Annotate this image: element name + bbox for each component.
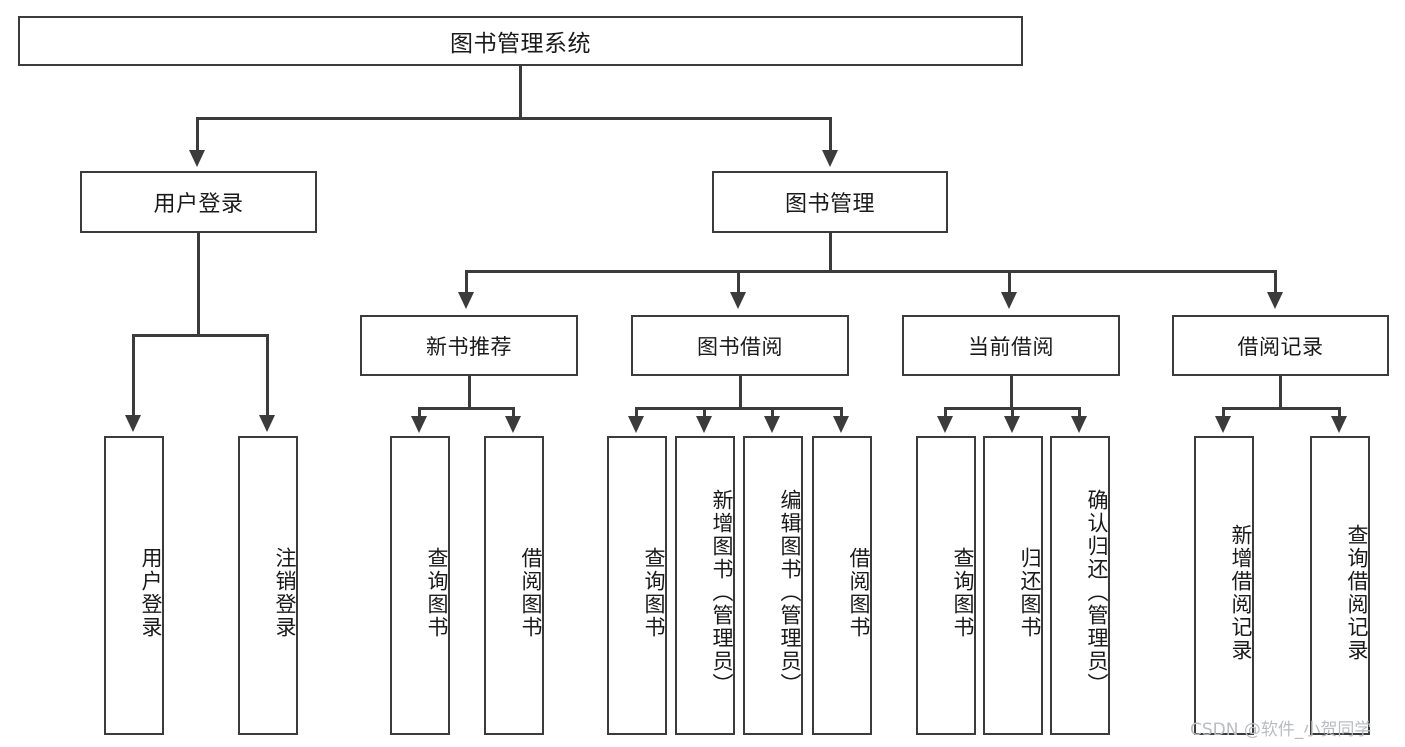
arrowhead-leaf-bb-1 [696, 416, 712, 433]
node-label: 新增图书（管理员） [710, 489, 734, 696]
arrowhead-leaf-ul-1 [259, 415, 275, 432]
connector-drop-l3-3 [1274, 270, 1277, 294]
node-label: 查询借阅记录 [1345, 523, 1369, 662]
connector-drop-leaf-br-0 [1222, 407, 1225, 419]
leaf-current-borrow-2[interactable]: 确认归还（管理员） [1050, 436, 1110, 735]
node-book-borrow[interactable]: 图书借阅 [631, 315, 849, 376]
connector-drop-l3-2 [1008, 270, 1011, 294]
arrowhead-l3-1 [730, 292, 746, 309]
connector-drop-leaf-bb-2 [771, 407, 774, 419]
connector-book-manage-stem [829, 233, 832, 273]
leaf-current-borrow-1[interactable]: 归还图书 [983, 436, 1043, 735]
node-root-system[interactable]: 图书管理系统 [18, 16, 1023, 66]
arrowhead-book-manage [822, 150, 838, 167]
connector-drop-leaf-bb-1 [703, 407, 706, 419]
node-label: 新增借阅记录 [1229, 523, 1253, 662]
leaf-new-book-recommend-1[interactable]: 借阅图书 [484, 436, 544, 735]
arrowhead-leaf-bb-3 [833, 416, 849, 433]
connector-bb-stem [739, 376, 742, 410]
node-label: 当前借阅 [968, 334, 1054, 359]
arrowhead-leaf-br-0 [1215, 416, 1231, 433]
node-label: 借阅记录 [1237, 334, 1324, 359]
leaf-book-borrow-0[interactable]: 查询图书 [607, 436, 667, 735]
arrowhead-leaf-cb-0 [937, 416, 953, 433]
node-new-book-recommend[interactable]: 新书推荐 [360, 315, 578, 376]
arrowhead-l3-3 [1267, 292, 1283, 309]
arrowhead-leaf-nbr-1 [505, 416, 521, 433]
connector-drop-leaf-cb-0 [944, 407, 947, 419]
leaf-book-borrow-3[interactable]: 借阅图书 [812, 436, 872, 735]
node-label: 用户登录 [153, 192, 244, 217]
leaf-current-borrow-0[interactable]: 查询图书 [916, 436, 976, 735]
connector-root-stem [519, 66, 522, 119]
leaf-book-borrow-2[interactable]: 编辑图书（管理员） [743, 436, 803, 735]
node-borrow-record[interactable]: 借阅记录 [1172, 315, 1389, 376]
connector-drop-leaf-nbr-1 [512, 407, 515, 419]
connector-drop-leaf-bb-0 [635, 407, 638, 419]
connector-drop-user-login [196, 117, 199, 152]
node-label: 用户登录 [139, 546, 163, 639]
connector-user-login-stem [197, 233, 200, 336]
node-label: 注销登录 [273, 546, 297, 639]
connector-nbr-stem [468, 376, 471, 410]
arrowhead-leaf-bb-2 [764, 416, 780, 433]
connector-drop-leaf-br-1 [1338, 407, 1341, 419]
node-label: 查询图书 [425, 546, 449, 639]
arrowhead-leaf-nbr-0 [411, 416, 427, 433]
watermark-text: CSDN @软件_小贺同学 [1190, 720, 1372, 740]
node-label: 图书管理 [784, 192, 875, 217]
leaf-user-login-0[interactable]: 用户登录 [104, 436, 164, 735]
leaf-user-login-1[interactable]: 注销登录 [238, 436, 298, 735]
node-label: 新书推荐 [426, 334, 512, 359]
connector-drop-leaf-nbr-0 [418, 407, 421, 419]
node-label: 图书借阅 [697, 334, 783, 359]
node-label: 查询图书 [642, 546, 666, 639]
connector-root-bus [196, 117, 832, 120]
arrowhead-leaf-bb-0 [628, 416, 644, 433]
node-label: 查询图书 [951, 546, 975, 639]
connector-br-bus [1222, 407, 1341, 410]
node-label: 归还图书 [1018, 546, 1042, 639]
node-book-manage[interactable]: 图书管理 [712, 171, 948, 233]
connector-bb-bus [635, 407, 843, 410]
node-label: 确认归还（管理员） [1085, 489, 1109, 696]
leaf-borrow-record-1[interactable]: 查询借阅记录 [1310, 436, 1370, 735]
connector-cb-stem [1010, 376, 1013, 410]
connector-drop-leaf-cb-2 [1078, 407, 1081, 419]
connector-nbr-bus [418, 407, 515, 410]
arrowhead-leaf-cb-1 [1004, 416, 1020, 433]
leaf-book-borrow-1[interactable]: 新增图书（管理员） [675, 436, 735, 735]
arrowhead-l3-2 [1001, 292, 1017, 309]
leaf-borrow-record-0[interactable]: 新增借阅记录 [1194, 436, 1254, 735]
arrowhead-leaf-cb-2 [1071, 416, 1087, 433]
leaf-new-book-recommend-0[interactable]: 查询图书 [390, 436, 450, 735]
node-label: 图书管理系统 [450, 31, 591, 57]
connector-user-login-bus [132, 334, 269, 337]
connector-drop-leaf-ul-0 [132, 334, 135, 417]
connector-drop-l3-0 [465, 270, 468, 294]
connector-drop-book-manage [829, 117, 832, 152]
connector-drop-leaf-ul-1 [266, 334, 269, 417]
node-current-borrow[interactable]: 当前借阅 [902, 315, 1120, 376]
node-label: 借阅图书 [847, 546, 871, 639]
connector-drop-leaf-bb-3 [840, 407, 843, 419]
node-user-login[interactable]: 用户登录 [80, 171, 317, 233]
arrowhead-leaf-br-1 [1331, 416, 1347, 433]
connector-br-stem [1279, 376, 1282, 410]
connector-drop-l3-1 [737, 270, 740, 294]
arrowhead-l3-0 [458, 292, 474, 309]
node-label: 借阅图书 [519, 546, 543, 639]
arrowhead-user-login [189, 150, 205, 167]
connector-drop-leaf-cb-1 [1011, 407, 1014, 419]
arrowhead-leaf-ul-0 [125, 415, 141, 432]
connector-book-manage-bus [465, 270, 1277, 273]
node-label: 编辑图书（管理员） [778, 489, 802, 696]
